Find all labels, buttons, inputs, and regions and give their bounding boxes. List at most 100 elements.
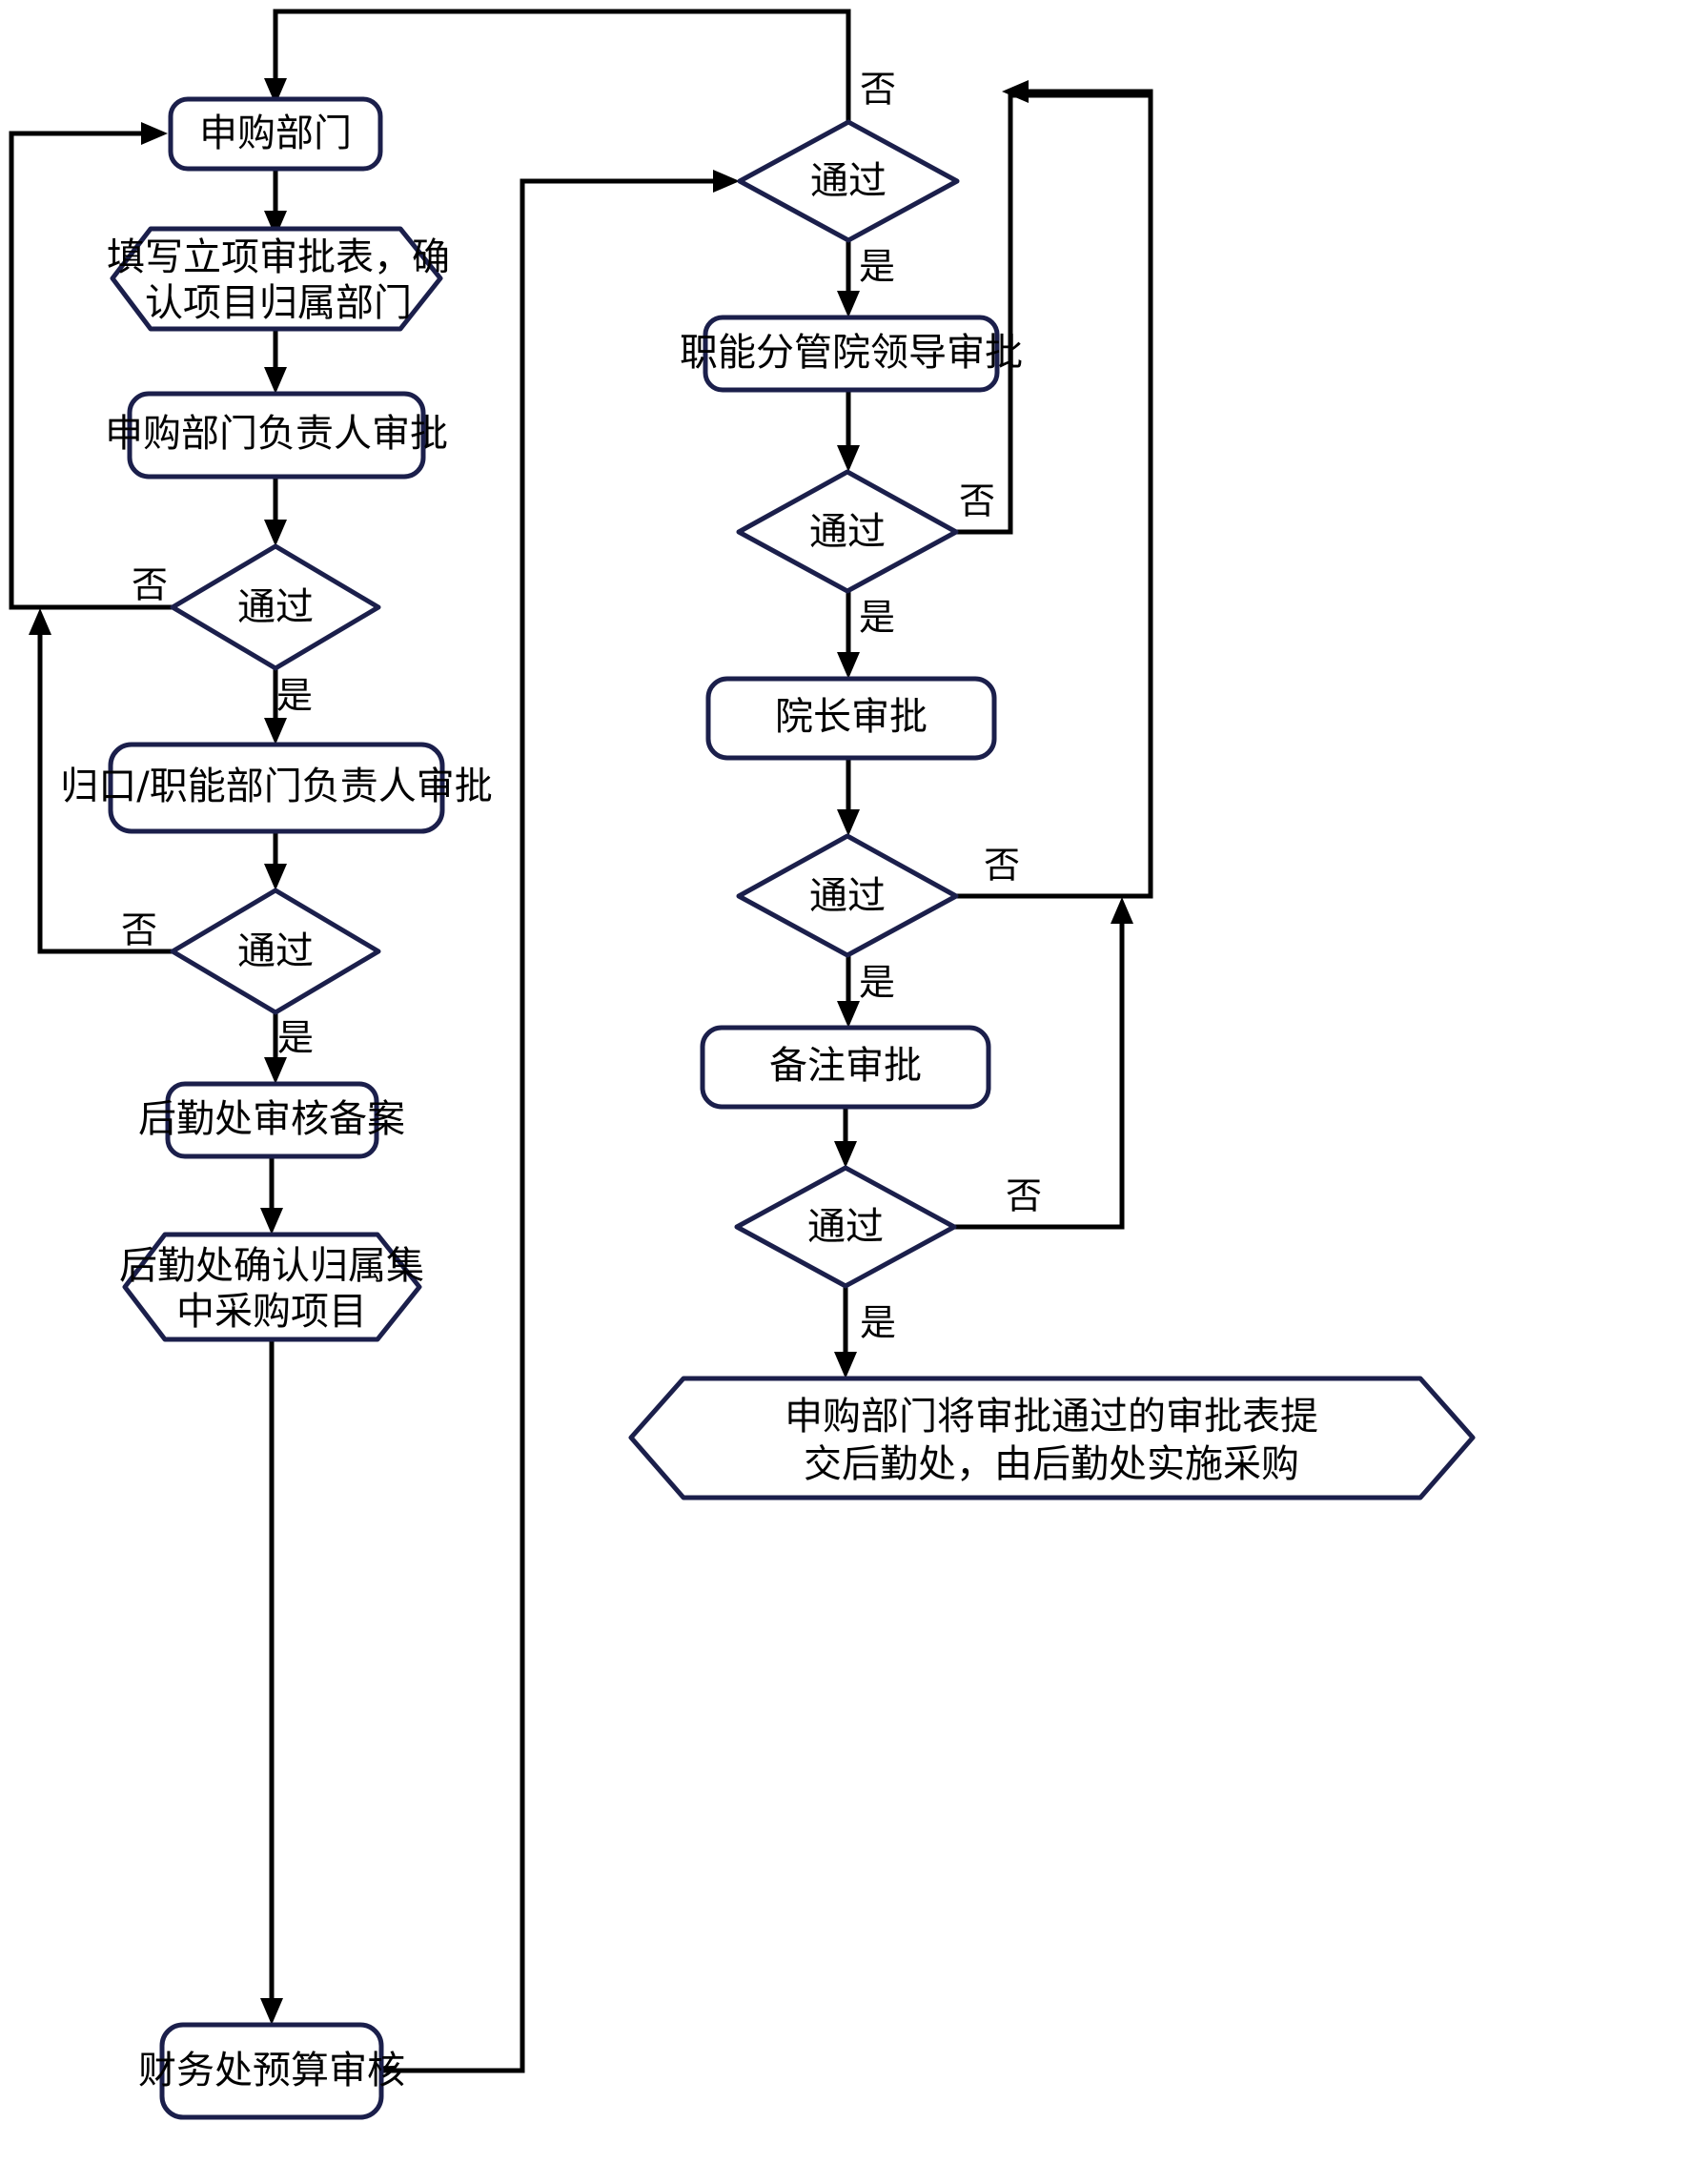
edge-label-d4-yes: 是: [859, 597, 895, 639]
node-d2-decision-pass[interactable]: 通过: [170, 888, 381, 1015]
arrow-head-icon: [837, 652, 860, 679]
node-n5-logistics-review[interactable]: 后勤处审核备案: [138, 1081, 405, 1159]
node-shape-rounded-rect: [165, 1081, 379, 1159]
arrow-head-icon: [264, 367, 287, 394]
edge-d6-yes-n11: 是: [834, 1286, 896, 1378]
node-d4-decision-pass[interactable]: 通过: [736, 469, 959, 594]
node-shape-diamond: [736, 833, 959, 958]
node-d6-decision-pass[interactable]: 通过: [734, 1165, 957, 1289]
edge-label-d2-no: 否: [121, 909, 157, 951]
edge-n5-n6: [260, 1156, 283, 1235]
arrow-head-icon: [264, 78, 287, 105]
arrow-head-icon: [1002, 80, 1029, 103]
node-shape-rounded-rect: [705, 676, 997, 761]
node-label-n11-line1: 申购部门将审批通过的审批表提: [785, 1395, 1318, 1439]
edge-n1-n2: [264, 169, 287, 237]
edge-d3-no-to-n1: 否: [264, 9, 896, 122]
node-shape-hexagon: [628, 1376, 1476, 1500]
node-label-n2-line1: 填写立项审批表，确: [107, 235, 450, 279]
arrow-head-icon: [837, 1001, 860, 1028]
node-d5-decision-pass[interactable]: 通过: [736, 833, 959, 958]
edge-layer: 否 是 否 是: [9, 9, 1153, 2073]
arrow-head-icon: [834, 1352, 857, 1378]
node-shape-rounded-rect: [127, 391, 426, 480]
node-shape-rounded-rect: [108, 742, 445, 834]
arrow-head-icon: [837, 445, 860, 472]
node-label-d4: 通过: [809, 510, 886, 554]
edge-label-d4-no: 否: [959, 480, 995, 522]
node-label-n11-line2: 交后勤处，由后勤处实施采购: [804, 1442, 1299, 1486]
node-n10-remark-approval[interactable]: 备注审批: [700, 1025, 991, 1110]
edge-label-d1-no: 否: [132, 564, 168, 606]
edge-n10-d6: [834, 1106, 857, 1168]
arrow-head-icon: [264, 718, 287, 745]
node-layer: 申购部门 填写立项审批表，确 认项目归属部门 申购部门负责人审批 通过: [60, 96, 1476, 2120]
node-n2-fill-form[interactable]: 填写立项审批表，确 认项目归属部门: [107, 226, 450, 332]
node-n9-president-approval[interactable]: 院长审批: [705, 676, 997, 761]
node-shape-rounded-rect: [703, 315, 1000, 393]
edge-d1-no-to-n1: 否: [9, 122, 173, 610]
edge-n6-n7: [260, 1339, 283, 2025]
node-label-n1: 申购部门: [199, 112, 352, 155]
node-n4-functional-dept-approval[interactable]: 归口/职能部门负责人审批: [60, 742, 493, 834]
arrow-head-icon: [264, 520, 287, 546]
edge-label-d3-yes: 是: [859, 246, 895, 288]
node-shape-hexagon: [122, 1232, 422, 1342]
edge-d5-no: 否: [956, 80, 1153, 899]
arrow-head-icon: [141, 122, 168, 145]
edge-label-d5-yes: 是: [859, 962, 895, 1004]
node-d1-decision-pass[interactable]: 通过: [170, 543, 381, 671]
edge-n9-d5: [837, 757, 860, 836]
node-n6-logistics-confirm[interactable]: 后勤处确认归属集 中采购项目: [119, 1232, 424, 1342]
node-label-n3: 申购部门负责人审批: [105, 412, 448, 456]
arrow-head-icon: [264, 211, 287, 237]
arrow-head-icon: [837, 291, 860, 317]
node-n3-dept-head-approval[interactable]: 申购部门负责人审批: [105, 391, 448, 480]
node-n1-shengou-bumen[interactable]: 申购部门: [168, 96, 383, 172]
edge-n2-n3: [264, 331, 287, 394]
node-label-n6-line1: 后勤处确认归属集: [119, 1244, 424, 1288]
node-label-n9: 院长审批: [775, 695, 928, 739]
edge-d1-yes-n4: 是: [264, 668, 313, 745]
edge-d3-yes-n8: 是: [837, 240, 895, 317]
node-shape-rounded-rect: [168, 96, 383, 172]
arrow-head-icon: [837, 809, 860, 836]
edge-d2-yes-n5: 是: [264, 1012, 314, 1084]
arrow-head-icon: [260, 1208, 283, 1235]
node-n7-finance-budget-review[interactable]: 财务处预算审核: [138, 2022, 405, 2120]
edge-d4-yes-n9: 是: [837, 591, 895, 679]
edge-label-d5-no: 否: [984, 845, 1020, 887]
node-label-n8: 职能分管院领导审批: [680, 331, 1023, 375]
edge-n4-d2: [264, 831, 287, 890]
node-d3-decision-pass[interactable]: 通过: [737, 119, 960, 243]
node-label-n5: 后勤处审核备案: [138, 1097, 405, 1141]
node-shape-diamond: [170, 543, 381, 671]
node-shape-diamond: [734, 1165, 957, 1289]
node-label-n4: 归口/职能部门负责人审批: [60, 765, 492, 808]
edge-label-d2-yes: 是: [277, 1017, 314, 1059]
node-label-n6-line2: 中采购项目: [176, 1290, 367, 1334]
node-n11-submit-to-logistics[interactable]: 申购部门将审批通过的审批表提 交后勤处，由后勤处实施采购: [628, 1376, 1476, 1500]
edge-d6-no: 否: [954, 897, 1133, 1230]
edge-label-d6-yes: 是: [860, 1302, 896, 1344]
edge-label-d6-no: 否: [1006, 1175, 1042, 1217]
arrow-head-icon: [713, 170, 740, 193]
node-label-d3: 通过: [810, 159, 887, 203]
arrow-head-icon: [260, 1998, 283, 2025]
node-shape-rounded-rect: [700, 1025, 991, 1110]
node-label-d2: 通过: [237, 929, 314, 973]
node-shape-rounded-rect: [159, 2022, 384, 2120]
node-shape-diamond: [737, 119, 960, 243]
node-label-n2-line2: 认项目归属部门: [145, 281, 412, 325]
edge-n8-d4: [837, 390, 860, 472]
node-label-d1: 通过: [237, 585, 314, 629]
node-label-n10: 备注审批: [769, 1044, 922, 1088]
edge-d5-yes-n10: 是: [837, 955, 895, 1028]
edge-label-d1-yes: 是: [276, 675, 313, 717]
node-n8-vp-approval[interactable]: 职能分管院领导审批: [680, 315, 1023, 393]
edge-n7-d3: [381, 170, 740, 2073]
node-shape-hexagon: [110, 226, 443, 332]
edge-label-d3-no: 否: [860, 69, 896, 111]
